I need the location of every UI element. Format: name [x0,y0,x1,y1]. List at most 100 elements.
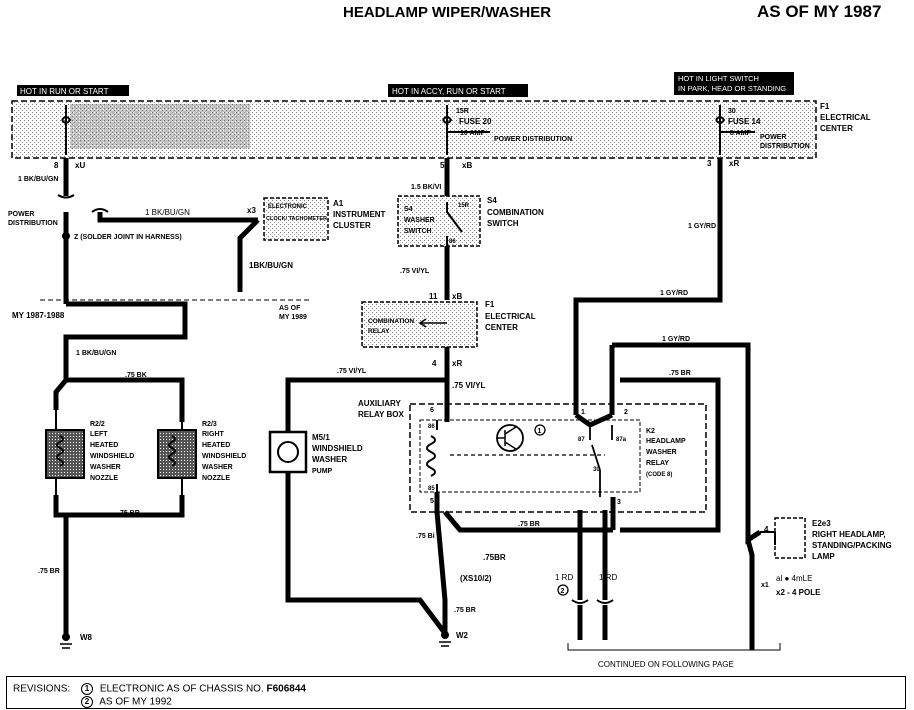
fuse-14-rating: 8 AMP [730,130,751,137]
k2-transistor-leads [497,426,517,450]
aux-pin-6: 6 [430,407,434,414]
term-8-pin: 8 [54,161,59,170]
k2-coil [426,420,438,496]
ground-w8 [60,633,72,649]
ground-w2 [439,631,451,647]
wire-label-3: 1BK/BU/GN [249,261,293,270]
k2-code: K2 [646,428,655,435]
e2e3-l3: LAMP [812,552,835,561]
e2e3-lamp-box [774,517,806,559]
wires [53,158,762,650]
bus-label-left: HOT IN RUN OR START [20,87,109,96]
r2-2-coil [55,410,64,495]
r2-2-l1: LEFT [90,431,108,438]
f1b-name-1: ELECTRICAL [485,312,536,321]
revision-row-1: REVISIONS: 1 ELECTRONIC AS OF CHASSIS NO… [13,683,306,695]
s4-pin-a: 15R [458,203,470,209]
wire-label-4: 1 BK/BU/GN [76,350,116,357]
combination-relay-box [361,301,478,348]
k2-p85: 85 [428,486,435,492]
f1b-code: F1 [485,300,495,309]
bus-label-left-bg [17,85,129,96]
wire-label-17: .75 Bi [416,533,435,540]
r2-3-code: R2/3 [202,421,217,428]
fuse-20-name: FUSE 20 [459,117,492,126]
bus-label-right-2: IN PARK, HEAD OR STANDING [678,84,786,93]
fuse-14-symbol [715,105,755,155]
s4-name-2: SWITCH [487,219,519,228]
aux-pin-1: 1 [581,409,585,416]
wiring-diagram: HEADLAMP WIPER/WASHER AS OF MY 1987 HOT … [8,2,892,669]
r2-3-l1: RIGHT [202,431,225,438]
s4-name-1: COMBINATION [487,208,544,217]
m5-code: M5/1 [312,433,330,442]
a1-name-1: INSTRUMENT [333,210,386,219]
f1-code: F1 [820,102,830,111]
continued-bracket [567,643,781,651]
callout-1 [534,424,546,436]
splice-point [62,232,70,240]
s4-box [397,195,481,247]
f1b-name-2: CENTER [485,323,518,332]
fuse-14-pd-1: POWER [760,134,786,141]
a1-name-2: CLUSTER [333,221,371,230]
wire-label-12: 1 GY/RD [688,223,716,230]
revision-2-mark: 2 [81,696,93,708]
r2-2-l3: WINDSHIELD [90,453,134,460]
revision-1-chassis: F606844 [266,683,306,695]
term-11-conn: xB [452,292,462,301]
revisions-label: REVISIONS: [13,683,71,695]
x1-label: x1 [761,582,769,589]
ground-w2-label: W2 [456,631,469,640]
comb-relay-inner-1: COMBINATION [368,318,414,325]
power-dist-2: DISTRIBUTION [8,220,58,227]
wire-label-8: 1.5 BK/VI [411,184,441,191]
wire-label-19: .75 BR [454,607,476,614]
e2e3-code: E2e3 [812,519,831,528]
r2-2-code: R2/2 [90,421,105,428]
wire-label-16: .75 BR [518,521,540,528]
aux-pin-5: 5 [430,498,434,505]
wire-label-5: .75 BK [125,372,147,379]
aux-relay-box [409,403,707,513]
xs10-label: (XS10/2) [460,574,492,583]
k2-l1: HEADLAMP [646,438,686,445]
callout-2-num: 2 [561,588,565,595]
k2-l4: (CODE 8) [646,472,672,478]
term-11-pin: 11 [429,292,438,301]
term-3-pin: 3 [707,159,712,168]
comb-relay-arrow [418,318,447,328]
fuse-20-term: 15R [456,108,469,115]
wire-label-21: 1 RD [599,573,617,582]
bus-smudge [70,104,250,149]
fuse-left-symbol [61,105,72,155]
r2-3-l5: NOZZLE [202,475,230,482]
wire-label-13: 1 GY/RD [660,290,688,297]
m5-l1: WINDSHIELD [312,444,363,453]
r2-3-l3: WINDSHIELD [202,453,246,460]
k2-switch-contacts [589,425,613,497]
revision-1-mark: 1 [81,683,94,695]
k2-p87: 87 [578,437,585,443]
fuse-14-pd-2: DISTRIBUTION [760,143,810,150]
wire-label-20: 1 RD [555,573,573,582]
term-4-conn: xR [452,359,462,368]
k2-p30: 30 [593,467,600,473]
term-3-conn: xR [729,159,739,168]
term-5-pin: 5 [440,161,445,170]
fuse-14-name: FUSE 14 [728,117,761,126]
wire-label-15: .75 BR [669,370,691,377]
callout-1-num: 1 [538,428,542,435]
r2-3-coil [168,422,183,495]
as-of-1989-1: AS OF [279,305,301,312]
note-2: x2 - 4 POLE [776,588,821,597]
s4-inner-1: S4 [404,206,413,213]
wire-label-11: .75 VI/YL [452,381,485,390]
fuse-20-pd: POWER DISTRIBUTION [494,136,572,143]
revisions-footer: REVISIONS: 1 ELECTRONIC AS OF CHASSIS NO… [6,676,906,709]
wire-label-1: 1 BK/BU/GN [18,176,58,183]
r2-2-l4: WASHER [90,464,121,471]
revision-1-text: ELECTRONIC AS OF CHASSIS NO. [99,683,264,695]
my-range: MY 1987-1988 [12,311,65,320]
wire-label-6: .75 BR [118,510,140,517]
